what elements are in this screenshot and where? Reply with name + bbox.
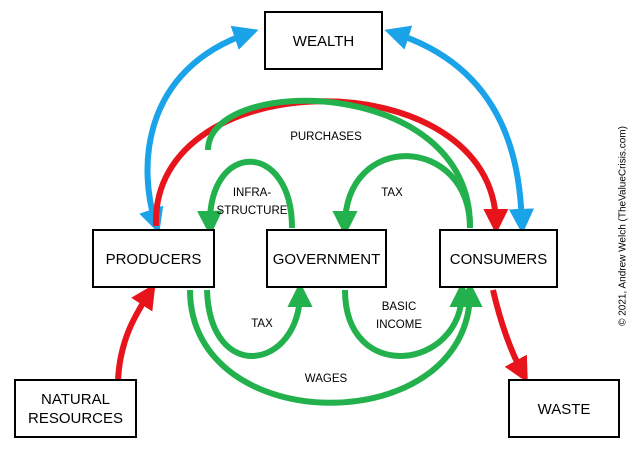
- basic-income-label-line2: INCOME: [376, 319, 422, 331]
- wealth-producers-arrow: [139, 25, 259, 234]
- producers-label: PRODUCERS: [106, 251, 202, 268]
- tax-consumers-arrow: [332, 153, 473, 237]
- copyright-text: © 2021, Andrew Welch (TheValueCrisis.com…: [617, 126, 629, 326]
- wealth-consumers-arrow: [384, 25, 535, 235]
- government-node: GOVERNMENT: [266, 229, 387, 288]
- infrastructure-label-line2: STRUCTURE: [217, 205, 288, 217]
- infrastructure-arrow: [197, 158, 295, 237]
- resources-flow-arrow: [115, 283, 156, 381]
- basic-income-arrow: [342, 281, 475, 359]
- waste-label: WASTE: [538, 401, 591, 418]
- natural-resources-node: NATURAL RESOURCES: [14, 379, 137, 438]
- tax-consumers-label: TAX: [381, 187, 403, 199]
- wealth-node: WEALTH: [264, 11, 383, 70]
- purchases-label: PURCHASES: [290, 131, 362, 143]
- tax-producers-label: TAX: [251, 318, 273, 330]
- government-label: GOVERNMENT: [273, 251, 381, 268]
- consumers-node: CONSUMERS: [439, 229, 558, 288]
- goods-flow-arrow: [152, 98, 509, 235]
- natural-resources-label-line2: RESOURCES: [28, 410, 123, 427]
- natural-resources-label-line1: NATURAL: [41, 391, 110, 408]
- wages-arrow: [187, 281, 483, 406]
- wealth-label: WEALTH: [293, 33, 354, 50]
- producers-node: PRODUCERS: [92, 229, 215, 288]
- purchases-arrow: [205, 97, 473, 227]
- waste-flow-arrow: [490, 289, 528, 383]
- wages-label: WAGES: [305, 373, 348, 385]
- waste-node: WASTE: [508, 379, 620, 438]
- copyright-notice: © 2021, Andrew Welch (TheValueCrisis.com…: [612, 6, 634, 446]
- infrastructure-label-line1: INFRA-: [233, 187, 272, 199]
- basic-income-label-line1: BASIC: [382, 301, 417, 313]
- consumers-label: CONSUMERS: [450, 251, 548, 268]
- tax-producers-arrow: [204, 281, 313, 359]
